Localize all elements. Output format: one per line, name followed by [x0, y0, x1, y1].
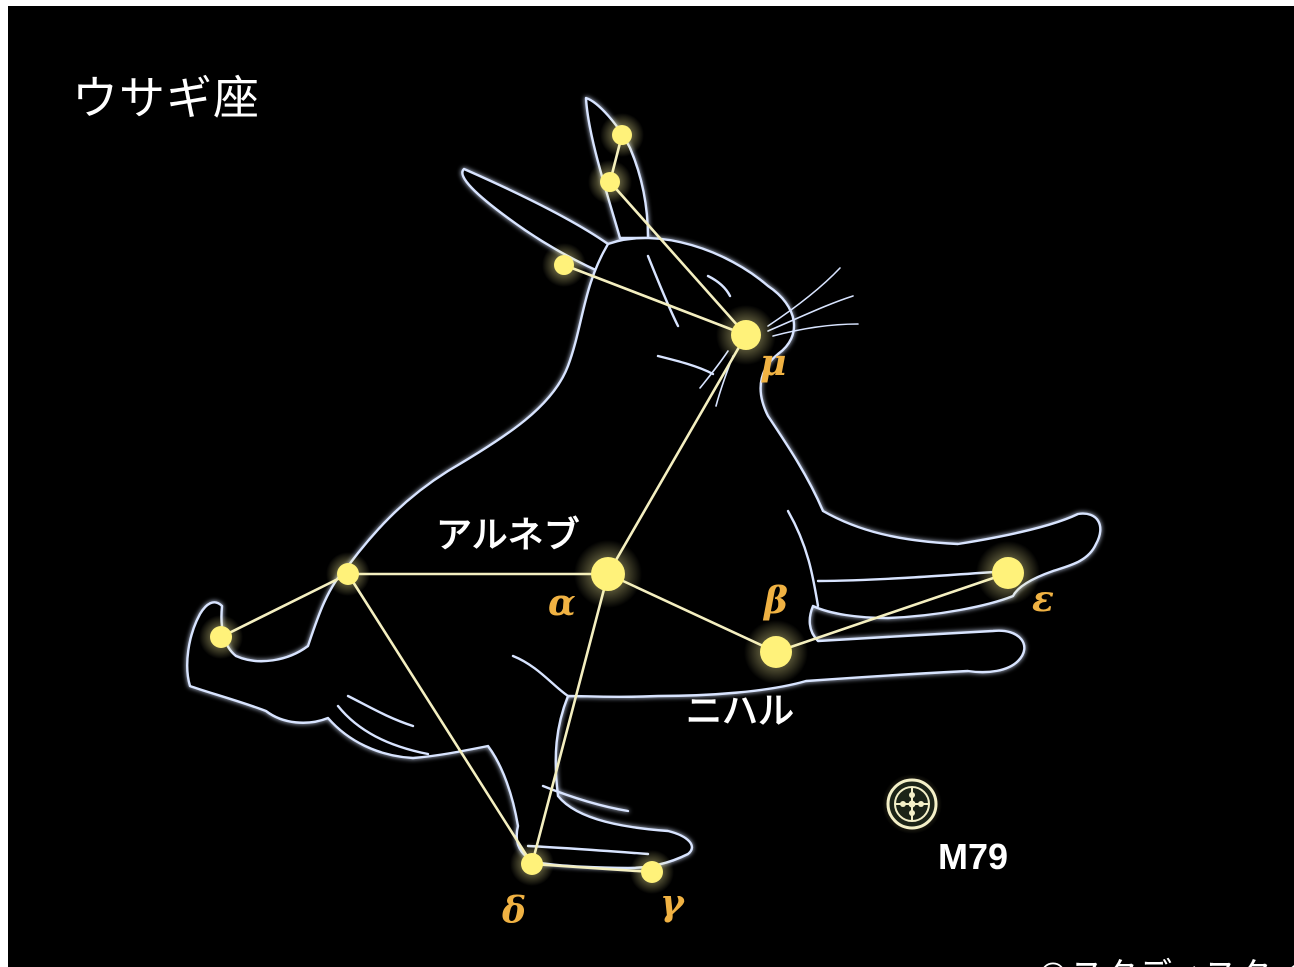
constellation-chart: [186, 96, 1102, 894]
label-beta: β: [764, 580, 788, 622]
label-alpha-name: アルネブ: [436, 515, 580, 556]
hare-body: [186, 236, 1102, 870]
star-delta: [510, 842, 554, 886]
label-beta-name: ニハル: [686, 691, 795, 732]
constellation-panel: ウサギ座 アルネブ ニハル α β γ δ ε μ M79 ©スタディスタイル: [8, 6, 1294, 967]
star-ear: [588, 160, 632, 204]
label-alpha: α: [548, 582, 576, 624]
star-epsilon: [976, 541, 1040, 605]
star-ear-tip: [600, 113, 644, 157]
star-head: [542, 243, 586, 287]
label-delta: δ: [502, 890, 527, 932]
star-beta: [744, 620, 808, 684]
star-tail: [199, 615, 243, 659]
line-head-mu: [562, 263, 748, 337]
star-mu: [716, 305, 776, 365]
line-beta-epsilon: [774, 571, 1010, 654]
label-m79: M79: [938, 836, 1009, 877]
star-gamma: [630, 850, 674, 894]
line-ear-mu: [608, 180, 748, 337]
line-hip-delta: [346, 572, 534, 866]
star-alpha: [574, 540, 642, 608]
line-alpha-delta: [530, 572, 610, 866]
constellation-lines: [219, 133, 1010, 874]
line-mu-alpha: [606, 333, 748, 576]
hare-figure: [186, 96, 1102, 870]
label-gamma: γ: [660, 882, 684, 924]
stars: [199, 113, 1040, 894]
constellation-title: ウサギ座: [72, 71, 260, 125]
label-mu: μ: [760, 342, 787, 384]
hare-back-ear: [461, 167, 610, 274]
label-epsilon: ε: [1032, 578, 1054, 620]
star-hip: [326, 552, 370, 596]
line-hip-tail: [219, 572, 350, 639]
m79-cluster-icon: [882, 774, 942, 834]
image-credit: ©スタディスタイル: [1036, 948, 1294, 967]
